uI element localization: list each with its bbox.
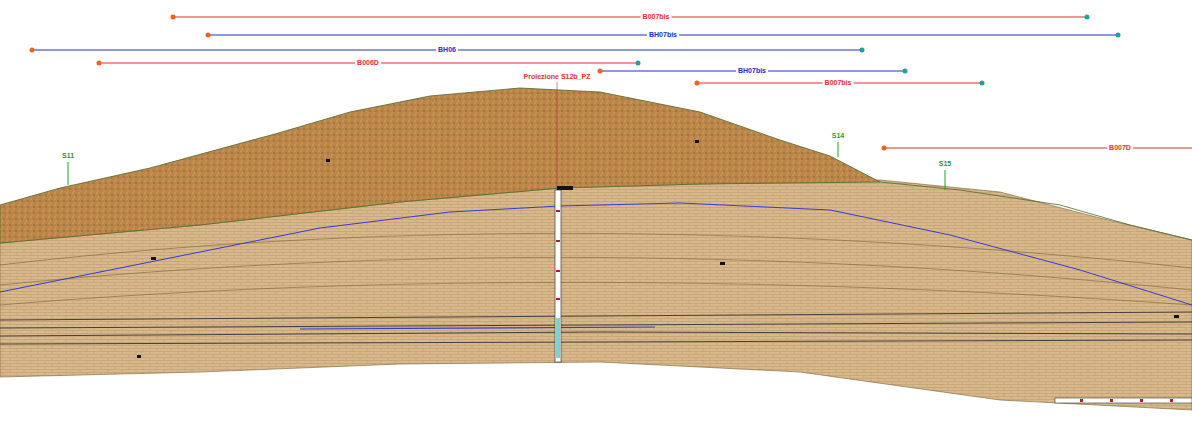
borehole-label: BH06	[436, 46, 458, 54]
borehole-label: S14	[830, 132, 846, 140]
borehole-label: S11	[60, 152, 76, 160]
borehole-label: B007bis	[641, 13, 672, 21]
borehole-label: B007bis	[823, 79, 854, 87]
borehole-label: B006D	[355, 59, 381, 67]
borehole-label: BH07bis	[647, 31, 679, 39]
borehole-label: S15	[937, 160, 953, 168]
borehole-label: Proiezione S12b_PZ	[522, 73, 593, 81]
borehole-label: BH07bis	[736, 67, 768, 75]
borehole-label: B007D	[1107, 144, 1133, 152]
